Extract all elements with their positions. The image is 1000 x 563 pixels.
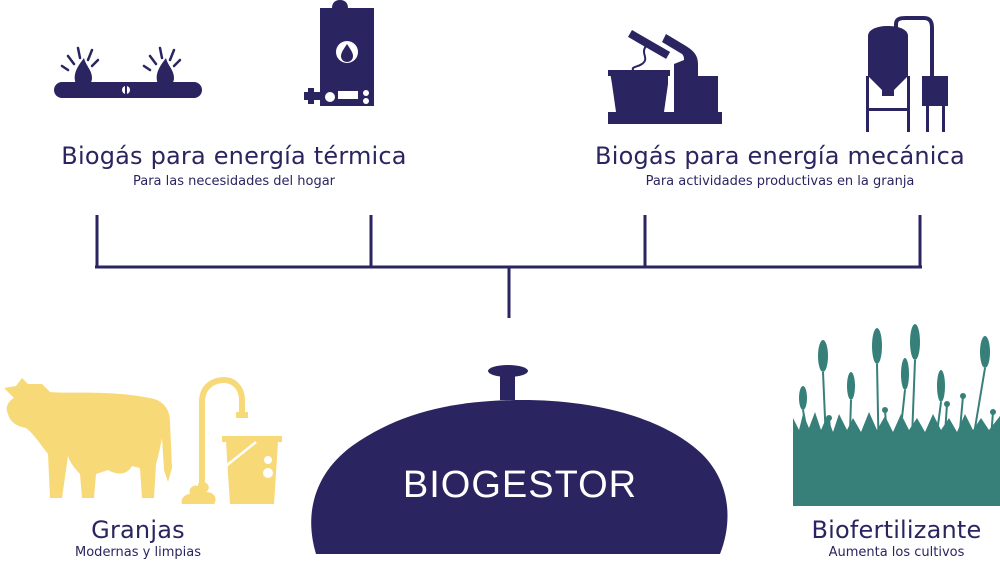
- mechanical-title: Biogás para energía mecánica: [595, 142, 965, 170]
- biofertilizer-subtitle: Aumenta los cultivos: [828, 545, 965, 560]
- farms-subtitle: Modernas y limpias: [75, 545, 201, 560]
- wheat-field-icon: [793, 324, 1000, 506]
- gas-stove-icon: [54, 46, 202, 98]
- mixer-machine-icon: [608, 29, 722, 124]
- farms-title: Granjas: [91, 516, 185, 544]
- biodigester-dome-icon: [311, 365, 728, 554]
- cow-icon: [4, 378, 172, 498]
- biogestor-label: BIOGESTOR: [402, 464, 638, 506]
- manure-icon: [181, 479, 216, 504]
- biofertilizer-title: Biofertilizante: [811, 516, 982, 544]
- thermal-subtitle: Para las necesidades del hogar: [132, 174, 336, 189]
- distillation-tank-icon: [866, 16, 948, 132]
- hose-bucket-icon: [199, 376, 282, 504]
- thermal-title: Biogás para energía térmica: [61, 142, 407, 170]
- water-heater-icon: [304, 0, 374, 106]
- mechanical-subtitle: Para actividades productivas en la granj…: [645, 174, 915, 189]
